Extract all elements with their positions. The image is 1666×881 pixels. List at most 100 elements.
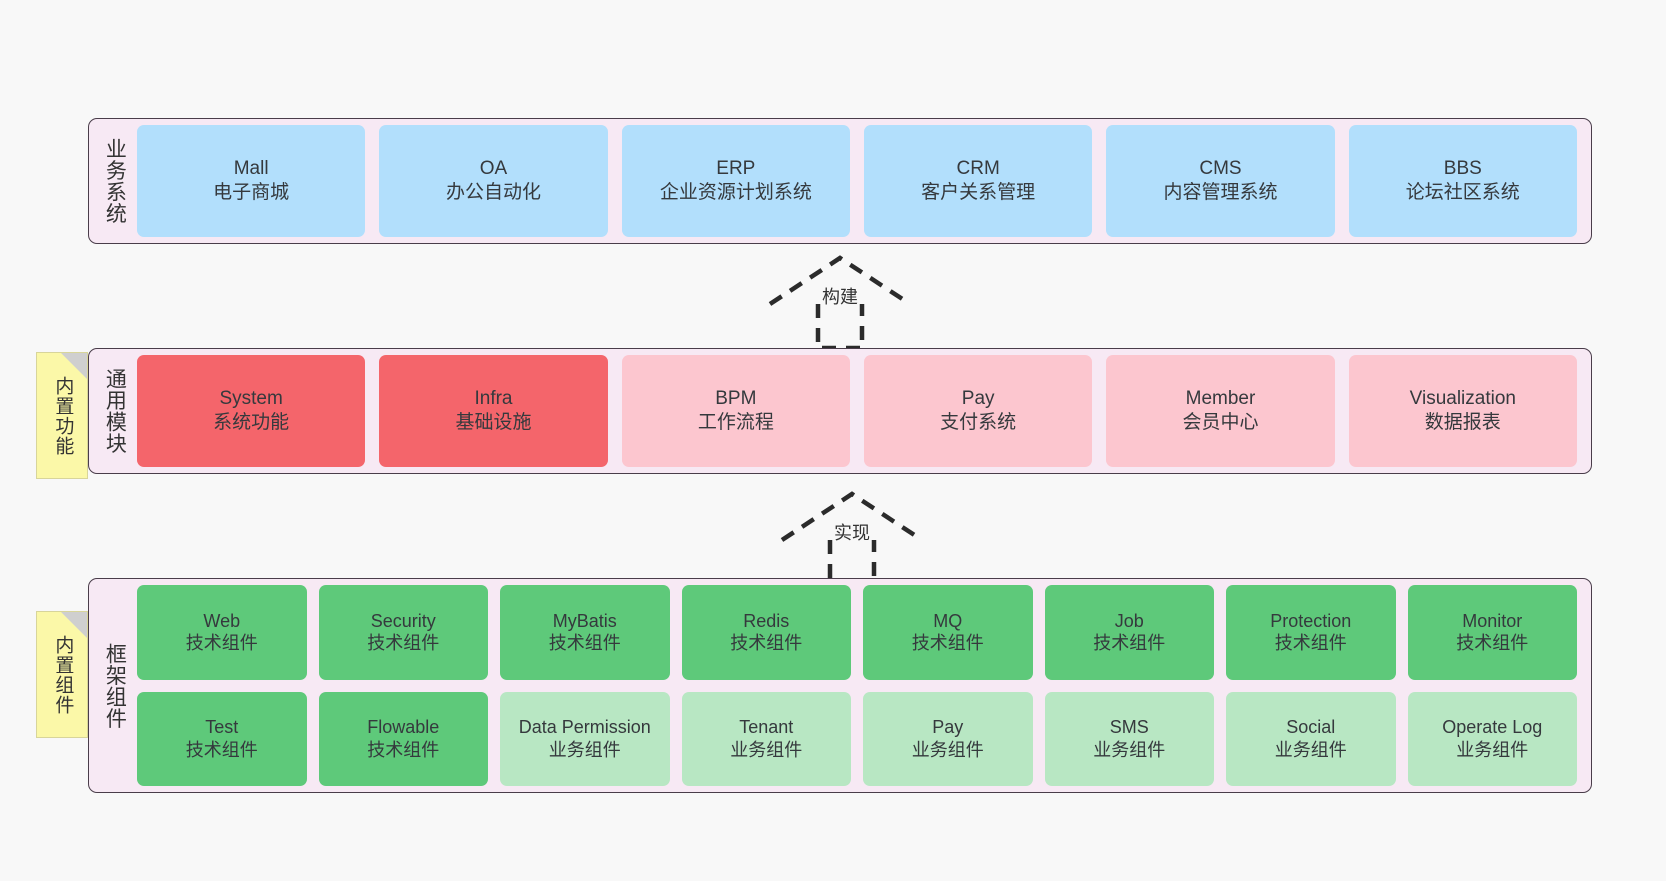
- card-member-en: Member: [1185, 388, 1256, 410]
- layer-title-framework: 框架组件: [103, 642, 127, 729]
- card-system-en: System: [219, 388, 283, 410]
- card-operate-log[interactable]: Operate Log 业务组件: [1407, 691, 1577, 786]
- card-job-en: Job: [1114, 610, 1144, 631]
- framework-column-1: Web 技术组件 Test 技术组件: [137, 585, 307, 786]
- business-card-list: Mall 电子商城 OA 办公自动化 ERP 企业资源计划系统 CRM 客户关系…: [133, 125, 1581, 237]
- framework-column-8: Monitor 技术组件 Operate Log 业务组件: [1407, 585, 1577, 786]
- card-social-en: Social: [1286, 717, 1336, 738]
- note-builtin-functions: 内置功能: [36, 352, 88, 479]
- card-job[interactable]: Job 技术组件: [1044, 585, 1214, 680]
- card-oa-cn: 办公自动化: [445, 182, 541, 203]
- card-system[interactable]: System 系统功能: [137, 355, 366, 467]
- card-mybatis-en: MyBatis: [552, 610, 617, 631]
- card-cms[interactable]: CMS 内容管理系统: [1106, 125, 1335, 237]
- layer-business-systems: 业务系统 Mall 电子商城 OA 办公自动化 ERP 企业资源计划系统 CRM…: [88, 118, 1592, 244]
- card-test[interactable]: Test 技术组件: [137, 691, 307, 786]
- card-protection[interactable]: Protection 技术组件: [1226, 585, 1396, 680]
- card-web-en: Web: [203, 610, 241, 631]
- card-monitor-en: Monitor: [1462, 610, 1523, 631]
- card-security-en: Security: [370, 610, 436, 631]
- build-arrow: 构建: [760, 248, 920, 352]
- card-social[interactable]: Social 业务组件: [1226, 691, 1396, 786]
- card-crm-cn: 客户关系管理: [921, 182, 1036, 203]
- card-data-permission[interactable]: Data Permission 业务组件: [500, 691, 670, 786]
- card-pay-module[interactable]: Pay 支付系统: [863, 355, 1093, 467]
- card-erp[interactable]: ERP 企业资源计划系统: [621, 125, 850, 237]
- framework-column-2: Security 技术组件 Flowable 技术组件: [318, 585, 488, 786]
- build-arrow-label: 构建: [822, 287, 858, 307]
- card-redis-en: Redis: [743, 610, 790, 631]
- card-system-cn: 系统功能: [213, 412, 290, 433]
- note-builtin-components-label: 内置组件: [52, 634, 74, 715]
- card-pay-module-en: Pay: [961, 388, 995, 410]
- card-tenant-cn: 业务组件: [730, 739, 803, 760]
- card-redis-cn: 技术组件: [730, 633, 803, 654]
- card-mq-en: MQ: [933, 610, 963, 631]
- card-test-cn: 技术组件: [185, 739, 258, 760]
- card-operate-log-en: Operate Log: [1442, 717, 1543, 738]
- framework-card-grid: Web 技术组件 Test 技术组件 Security 技术组件 Flowabl…: [133, 585, 1581, 786]
- card-bbs[interactable]: BBS 论坛社区系统: [1348, 125, 1577, 237]
- card-sms[interactable]: SMS 业务组件: [1044, 691, 1214, 786]
- card-tenant[interactable]: Tenant 业务组件: [681, 691, 851, 786]
- card-oa[interactable]: OA 办公自动化: [379, 125, 608, 237]
- card-visualization-en: Visualization: [1409, 388, 1516, 410]
- card-member[interactable]: Member 会员中心: [1106, 355, 1335, 467]
- layer-common-modules: 通用模块 System 系统功能 Infra 基础设施 BPM 工作流程 Pay…: [88, 348, 1592, 474]
- arrow-head-shape: [768, 255, 912, 306]
- card-erp-cn: 企业资源计划系统: [659, 182, 812, 203]
- card-security-cn: 技术组件: [367, 633, 440, 654]
- card-cms-en: CMS: [1199, 158, 1242, 180]
- card-web-cn: 技术组件: [185, 633, 258, 654]
- card-mq-cn: 技术组件: [911, 633, 984, 654]
- card-visualization[interactable]: Visualization 数据报表: [1348, 355, 1577, 467]
- arrow-head-shape: [780, 491, 924, 542]
- layer-title-common: 通用模块: [103, 368, 127, 454]
- card-mybatis-cn: 技术组件: [548, 633, 621, 654]
- card-protection-cn: 技术组件: [1274, 633, 1347, 654]
- framework-column-3: MyBatis 技术组件 Data Permission 业务组件: [500, 585, 670, 786]
- common-card-list: System 系统功能 Infra 基础设施 BPM 工作流程 Pay 支付系统…: [133, 355, 1581, 467]
- card-mall-cn: 电子商城: [213, 182, 290, 203]
- card-infra-en: Infra: [474, 388, 513, 410]
- card-bpm[interactable]: BPM 工作流程: [621, 355, 850, 467]
- card-test-en: Test: [205, 717, 239, 738]
- card-erp-en: ERP: [716, 158, 756, 180]
- card-job-cn: 技术组件: [1093, 633, 1166, 654]
- implement-arrow-label: 实现: [834, 523, 870, 543]
- arrow-shaft-shape: [815, 304, 865, 351]
- card-crm-en: CRM: [956, 158, 1000, 180]
- card-infra[interactable]: Infra 基础设施: [379, 355, 608, 467]
- implement-arrow: 实现: [772, 484, 932, 588]
- card-flowable-en: Flowable: [367, 717, 440, 738]
- card-security[interactable]: Security 技术组件: [318, 585, 488, 680]
- layer-title-business: 业务系统: [103, 138, 127, 224]
- card-monitor-cn: 技术组件: [1456, 633, 1529, 654]
- card-visualization-cn: 数据报表: [1424, 412, 1501, 433]
- card-member-cn: 会员中心: [1182, 412, 1259, 433]
- card-crm[interactable]: CRM 客户关系管理: [863, 125, 1093, 237]
- arrow-shaft-shape: [827, 540, 877, 587]
- card-mybatis[interactable]: MyBatis 技术组件: [500, 585, 670, 680]
- framework-column-5: MQ 技术组件 Pay 业务组件: [863, 585, 1033, 786]
- card-infra-cn: 基础设施: [455, 412, 532, 433]
- card-operate-log-cn: 业务组件: [1456, 739, 1529, 760]
- card-monitor[interactable]: Monitor 技术组件: [1407, 585, 1577, 680]
- card-mq[interactable]: MQ 技术组件: [863, 585, 1033, 680]
- card-web[interactable]: Web 技术组件: [137, 585, 307, 680]
- card-pay-component-en: Pay: [932, 717, 964, 738]
- framework-column-4: Redis 技术组件 Tenant 业务组件: [681, 585, 851, 786]
- note-builtin-functions-label: 内置功能: [52, 375, 74, 456]
- card-mall[interactable]: Mall 电子商城: [137, 125, 366, 237]
- card-pay-component[interactable]: Pay 业务组件: [863, 691, 1033, 786]
- card-redis[interactable]: Redis 技术组件: [681, 585, 851, 680]
- card-flowable-cn: 技术组件: [367, 739, 440, 760]
- card-pay-component-cn: 业务组件: [911, 739, 984, 760]
- note-builtin-components: 内置组件: [36, 611, 88, 738]
- card-pay-module-cn: 支付系统: [940, 412, 1017, 433]
- card-oa-en: OA: [479, 158, 508, 180]
- card-flowable[interactable]: Flowable 技术组件: [318, 691, 488, 786]
- card-cms-cn: 内容管理系统: [1163, 182, 1278, 203]
- card-data-permission-en: Data Permission: [518, 717, 651, 738]
